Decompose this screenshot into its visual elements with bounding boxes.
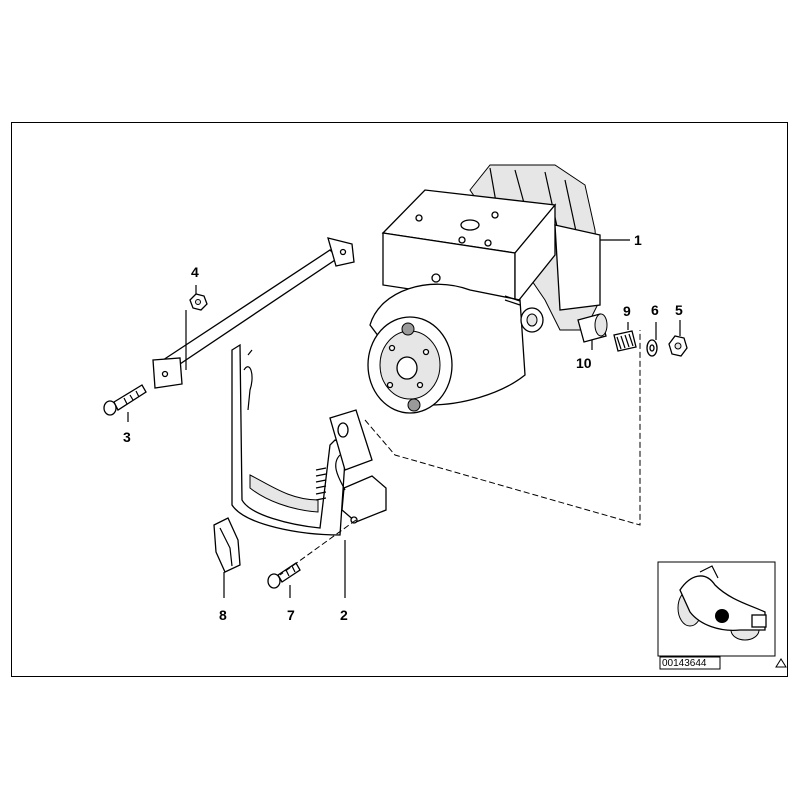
leader-lines <box>127 239 681 598</box>
callout-8: 8 <box>219 607 227 623</box>
bracket[interactable] <box>231 343 387 536</box>
callout-6: 6 <box>651 302 659 318</box>
callout-labels: 1 2 3 4 5 6 7 8 9 10 <box>123 232 683 623</box>
cable-clip[interactable] <box>213 517 241 573</box>
screw-3[interactable] <box>103 384 147 416</box>
washer[interactable] <box>646 339 658 357</box>
callout-2: 2 <box>340 607 348 623</box>
spring-sleeve[interactable] <box>613 330 637 352</box>
diagram-code: 00143644 <box>662 658 707 669</box>
holder-rail[interactable] <box>152 237 355 389</box>
callout-9: 9 <box>623 303 631 319</box>
callout-7: 7 <box>287 607 295 623</box>
diagram-frame <box>11 122 788 677</box>
abs-modulator[interactable] <box>367 164 601 414</box>
callout-4: 4 <box>191 264 199 280</box>
locator-thumbnail: 00143644 <box>657 561 787 670</box>
hex-nut-4[interactable] <box>189 293 208 311</box>
callout-10: 10 <box>576 355 592 371</box>
warning-triangle-icon <box>775 658 787 668</box>
motorcycle-outline <box>677 565 767 641</box>
callout-5: 5 <box>675 302 683 318</box>
hex-nut-right[interactable] <box>668 335 688 357</box>
screw-7[interactable] <box>267 562 301 589</box>
rubber-bush[interactable] <box>577 313 608 343</box>
callout-1: 1 <box>634 232 642 248</box>
callout-3: 3 <box>123 429 131 445</box>
